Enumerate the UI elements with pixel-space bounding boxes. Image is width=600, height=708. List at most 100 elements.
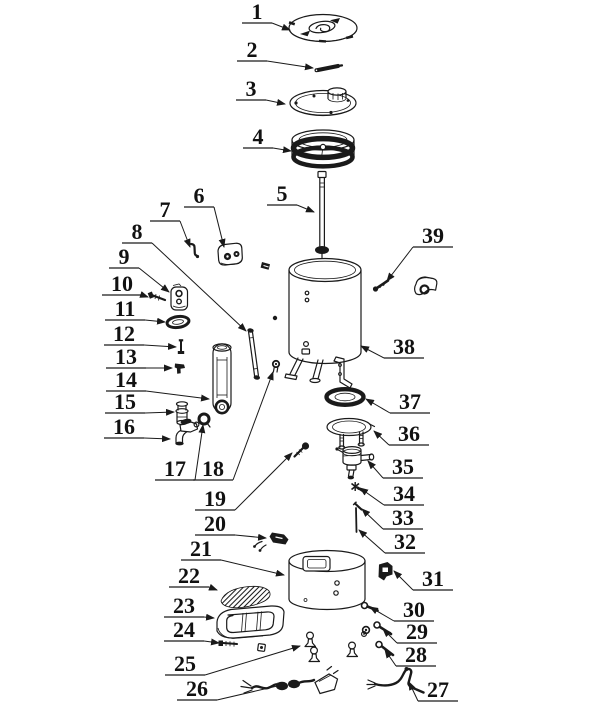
callout-34: 34 <box>359 481 424 506</box>
part-screw-10 <box>147 291 167 302</box>
part-rod <box>355 507 358 533</box>
callout-30: 30 <box>369 597 434 622</box>
part-gauge-tube <box>212 343 232 415</box>
callout-label-30: 30 <box>403 597 425 622</box>
callout-label-34: 34 <box>393 481 415 506</box>
callout-leader-12 <box>143 343 177 350</box>
part-clip-small <box>260 262 278 321</box>
callout-leader-38 <box>360 345 385 359</box>
part-latch-plate <box>170 283 189 311</box>
callout-label-26: 26 <box>186 676 208 701</box>
callout-label-9: 9 <box>119 244 130 269</box>
callout-label-6: 6 <box>194 183 205 208</box>
callout-leader-14 <box>145 390 210 402</box>
callout-32: 32 <box>358 529 425 554</box>
part-clip-13 <box>174 363 185 374</box>
part-drip-tray <box>216 605 285 639</box>
callout-leader-11 <box>144 317 166 325</box>
callout-label-12: 12 <box>113 321 135 346</box>
callout-label-7: 7 <box>160 197 171 222</box>
callout-8: 8 <box>122 219 247 332</box>
callout-13: 13 <box>106 344 173 372</box>
callout-leader-6 <box>213 206 226 248</box>
callout-leader-15 <box>144 408 175 416</box>
callout-label-1: 1 <box>252 0 263 24</box>
part-lid-inner <box>289 87 357 117</box>
part-overflow-pipe <box>315 170 329 259</box>
callout-label-17: 17 <box>164 456 186 481</box>
part-gasket <box>324 387 366 408</box>
part-hook-pin <box>189 242 200 259</box>
part-clip-block <box>378 562 393 581</box>
callout-label-11: 11 <box>115 296 136 321</box>
callout-leader-1 <box>271 22 291 31</box>
callout-label-31: 31 <box>422 566 444 591</box>
part-valve <box>335 446 375 480</box>
callout-10: 10 <box>102 271 149 298</box>
part-pin <box>314 63 344 73</box>
callout-leader-32 <box>358 529 386 554</box>
callout-label-5: 5 <box>277 181 288 206</box>
part-pin-head <box>271 359 281 373</box>
callout-label-21: 21 <box>190 536 212 561</box>
callout-leader-9 <box>138 267 170 293</box>
callout-leader-34 <box>359 487 385 506</box>
callout-label-19: 19 <box>204 486 226 511</box>
callout-leader-26 <box>216 682 287 701</box>
callout-leader-19 <box>234 452 293 511</box>
callout-label-15: 15 <box>114 389 136 414</box>
callout-leader-29 <box>382 628 398 644</box>
part-screw-24 <box>218 640 266 652</box>
callout-label-22: 22 <box>178 563 200 588</box>
callout-leader-3 <box>265 98 286 106</box>
callout-12: 12 <box>104 321 177 350</box>
callout-leader-24 <box>203 638 220 646</box>
callout-label-13: 13 <box>115 344 137 369</box>
part-screw-34 <box>351 482 364 492</box>
callout-leader-21 <box>220 559 285 577</box>
callout-label-14: 14 <box>115 367 137 392</box>
callout-18: 18 <box>193 371 274 481</box>
callout-27: 27 <box>408 677 458 702</box>
part-screw-39 <box>372 279 390 292</box>
callout-leader-31 <box>393 570 414 591</box>
callout-6: 6 <box>184 183 226 248</box>
callout-28: 28 <box>384 642 436 667</box>
callout-label-33: 33 <box>392 505 414 530</box>
callout-24: 24 <box>164 617 220 646</box>
part-tap <box>175 418 200 446</box>
callout-label-2: 2 <box>247 37 258 62</box>
callout-label-29: 29 <box>406 619 428 644</box>
part-pipe-thin <box>247 328 260 380</box>
callout-3: 3 <box>236 76 286 106</box>
callout-leader-7 <box>179 220 191 248</box>
part-screw-33 <box>352 501 363 511</box>
callout-11: 11 <box>105 296 166 325</box>
callout-38: 38 <box>360 334 424 359</box>
callout-36: 36 <box>373 421 429 446</box>
callout-29: 29 <box>382 619 437 644</box>
callout-19: 19 <box>195 452 293 511</box>
callout-leader-20 <box>234 533 267 541</box>
callout-17: 17 <box>155 424 206 481</box>
callout-33: 33 <box>361 505 423 530</box>
callout-leader-33 <box>361 508 384 530</box>
callout-label-27: 27 <box>427 677 449 702</box>
callout-leader-39 <box>386 246 414 282</box>
callout-7: 7 <box>150 197 191 248</box>
part-grommet <box>165 314 191 330</box>
part-connector <box>253 532 289 552</box>
callout-leader-35 <box>367 460 384 479</box>
part-terminal-28 <box>375 640 395 657</box>
callout-1: 1 <box>242 0 291 31</box>
part-wire-harness <box>366 667 425 694</box>
callout-23: 23 <box>164 593 215 621</box>
callout-label-20: 20 <box>204 511 226 536</box>
callout-16: 16 <box>104 414 171 443</box>
callout-label-28: 28 <box>405 642 427 667</box>
part-terminal-30 <box>360 601 379 612</box>
callout-leader-23 <box>203 613 215 621</box>
callout-leader-2 <box>266 60 314 71</box>
